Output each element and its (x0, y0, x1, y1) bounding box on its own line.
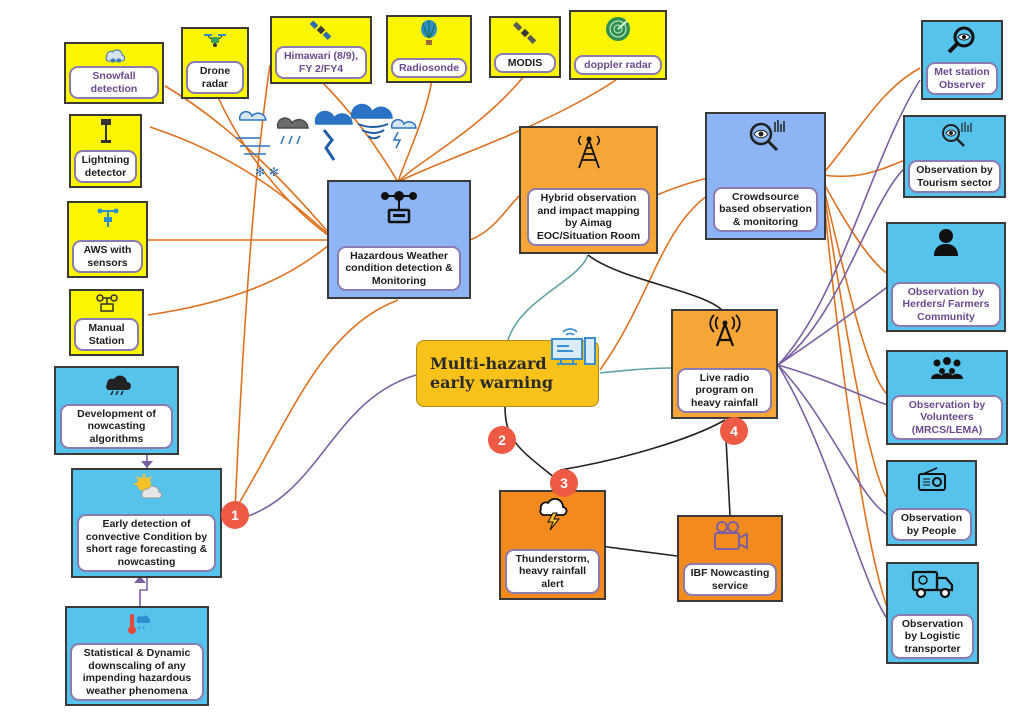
node-crowdsource: Crowdsource based observation & monitori… (705, 112, 826, 240)
node-volunteers: Observation by Volunteers (MRCS/LEMA) (886, 350, 1008, 445)
signal-tower-icon (708, 314, 741, 347)
step-badge-2: 2 (488, 426, 516, 454)
video-camera-icon (714, 521, 748, 550)
node-aws: AWS with sensors (67, 201, 148, 278)
node-label: Manual Station (74, 318, 139, 351)
radar-icon (606, 17, 630, 41)
node-metstation: Met station Observer (921, 20, 1003, 100)
node-drone: Drone radar (181, 27, 249, 99)
node-snowfall: ✱✱ Snowfall detection (64, 42, 164, 104)
node-thunder: Thunderstorm, heavy rainfall alert (499, 490, 606, 600)
node-label: Radiosonde (391, 57, 467, 78)
person-icon (934, 229, 958, 256)
node-ibf: IBF Nowcasting service (677, 515, 783, 602)
node-label: Himawari (8/9), FY 2/FY4 (275, 46, 367, 79)
node-label: AWS with sensors (72, 240, 143, 273)
step-badge-4: 4 (720, 417, 748, 445)
computer-icon (551, 328, 596, 365)
node-label: IBF Nowcasting service (683, 563, 777, 596)
station-icon (95, 294, 118, 312)
step-badge-3: 3 (550, 469, 578, 497)
node-label: doppler radar (574, 54, 662, 75)
step-badge-1: 1 (221, 501, 249, 529)
lamp-icon (100, 119, 111, 143)
lightning-cloud-icon (538, 497, 567, 531)
node-lightning: Lightning detector (69, 114, 142, 188)
satellite-icon (513, 21, 537, 44)
sun-cloud-icon (133, 474, 162, 499)
node-nowcastdev: Development of nowcasting algorithms (54, 366, 179, 455)
radio-icon (917, 467, 946, 491)
black-links (504, 254, 731, 557)
node-label: Observation by Logistic transporter (891, 613, 974, 659)
antenna-tower-icon (577, 135, 600, 169)
node-label: MODIS (494, 52, 556, 73)
node-label: Observation by Tourism sector (908, 160, 1001, 193)
node-radiosonde: Radiosonde (386, 15, 472, 83)
weather-decoration: ✻ ✻ (236, 103, 417, 179)
node-label: Statistical & Dynamic downscaling of any… (70, 643, 204, 701)
balloon-icon (421, 20, 437, 45)
svg-text:✱✱: ✱✱ (110, 57, 122, 65)
eye-scan-icon (749, 120, 785, 152)
node-label: Early detection of convective Condition … (77, 514, 216, 572)
node-label: Development of nowcasting algorithms (60, 403, 173, 449)
node-label: Met station Observer (926, 62, 998, 95)
eye-scan-icon (941, 122, 972, 147)
drone-icon (204, 34, 226, 47)
node-hybrid: Hybrid observation and impact mapping by… (519, 126, 658, 254)
node-label: Thunderstorm, heavy rainfall alert (505, 548, 600, 594)
node-label: Drone radar (186, 61, 244, 94)
teal-links (507, 254, 673, 374)
node-early: Early detection of convective Condition … (71, 468, 222, 578)
node-label: Observation by Herders/ Farmers Communit… (891, 281, 1001, 327)
node-doppler: doppler radar (569, 10, 667, 80)
node-manual: Manual Station (69, 289, 144, 356)
thermometer-icon (128, 614, 150, 634)
orange-links (147, 64, 921, 611)
center-title: Multi-hazard early warning (430, 354, 554, 392)
node-label: Crowdsource based observation & monitori… (713, 186, 818, 232)
magnifier-eye-icon (947, 26, 975, 54)
node-tourism: Observation by Tourism sector (903, 115, 1006, 198)
node-logistic: Observation by Logistic transporter (886, 562, 979, 664)
node-himawari: Himawari (8/9), FY 2/FY4 (270, 16, 372, 84)
node-label: Lightning detector (74, 150, 137, 183)
node-label: Observation by People (891, 508, 972, 541)
node-hazardous: Hazardous Weather condition detection & … (327, 180, 471, 299)
weather-vane-icon (381, 191, 417, 224)
node-label: Hazardous Weather condition detection & … (337, 245, 461, 291)
satellite-icon (310, 20, 332, 40)
truck-icon (911, 570, 953, 599)
node-statistical: Statistical & Dynamic downscaling of any… (65, 606, 209, 706)
group-icon (931, 357, 963, 379)
storm-cloud-icon (105, 375, 131, 395)
snowflake-cloud-icon: ✱✱ (105, 49, 125, 65)
node-modis: MODIS (489, 16, 561, 78)
node-label: Live radio program on heavy rainfall (677, 367, 772, 413)
purple-links (139, 79, 921, 621)
node-label: Snowfall detection (69, 66, 159, 99)
node-label: Observation by Volunteers (MRCS/LEMA) (891, 394, 1003, 440)
node-label: Hybrid observation and impact mapping by… (527, 188, 650, 246)
svg-text:✻ ✻: ✻ ✻ (255, 165, 279, 179)
node-liveradio: Live radio program on heavy rainfall (671, 309, 778, 419)
node-herders: Observation by Herders/ Farmers Communit… (886, 222, 1006, 332)
anemometer-icon (97, 208, 118, 227)
node-people: Observation by People (886, 460, 977, 546)
